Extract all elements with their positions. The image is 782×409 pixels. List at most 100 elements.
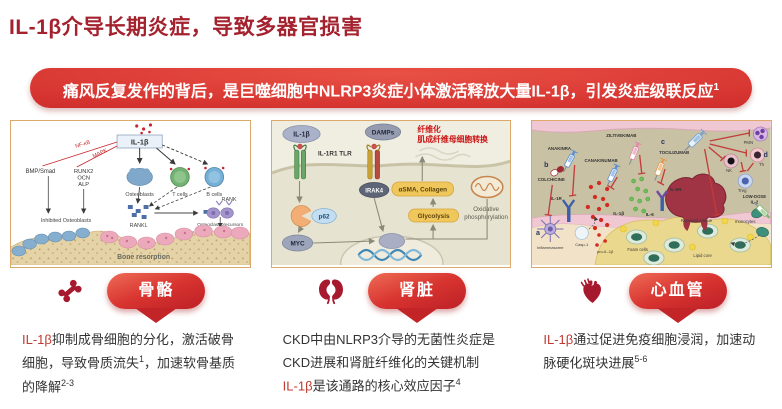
tocilizumab-label: TOCILIZUMAB	[660, 150, 690, 155]
rankl-label: RANKL	[130, 223, 148, 229]
organ-columns: IL-1β NF-κB MAPK BMP/Smad RUNX2 OCN ALP	[0, 120, 782, 398]
bone-icon	[58, 279, 82, 303]
irak4-node	[358, 182, 389, 198]
pathway-arrows	[295, 155, 488, 245]
casp1-cell	[575, 226, 590, 240]
region-label-c: c	[661, 139, 665, 146]
bone-description: IL-1β抑制成骨细胞的分化，激活破骨细胞，导致骨质流失1，加速软骨基质的降解2…	[10, 328, 251, 398]
bone-pathway-diagram: IL-1β NF-κB MAPK BMP/Smad RUNX2 OCN ALP	[11, 123, 250, 265]
bone-desc-text-2: ，加速软骨基质的降解	[22, 355, 236, 394]
il1r-receptor	[562, 199, 576, 222]
th-label: Th	[759, 162, 765, 167]
inhibited-osteoblast-cells	[11, 227, 90, 257]
region-label-b: b	[545, 162, 550, 169]
bone-diagram-panel: IL-1β NF-κB MAPK BMP/Smad RUNX2 OCN ALP	[10, 120, 251, 268]
b-cells-label: B cells	[206, 192, 222, 198]
cardio-pathway-diagram: ANAKINRA CANAKINUMAB ZILTIVEKIMAB TOCILI…	[532, 121, 772, 265]
il1b-highlight: IL-1β	[282, 378, 313, 394]
kidney-ribbon: 肾脏	[368, 273, 466, 309]
pro-il1b-label: pro-IL-1β	[597, 249, 614, 254]
lipid-core-label: Lipid core	[694, 253, 713, 258]
key-message-banner: 痛风反复发作的背后，是巨噬细胞中NLRP3炎症小体激活释放大量IL-1β，引发炎…	[30, 68, 752, 108]
anakinra-label: ANAKINRA	[548, 146, 572, 151]
cardio-ribbon-row: 心血管	[531, 271, 772, 311]
il2-label: IL-2	[751, 200, 759, 205]
inhibition-lines	[544, 129, 755, 217]
kidney-icon	[319, 279, 343, 305]
phosphorylation-label: phosphorylation	[464, 214, 508, 221]
cardio-ribbon-label: 心血管	[650, 282, 705, 299]
kidney-column: IL-1β DAMPs 纤维化 肌成纤维母细胞转换 IL-1R1	[270, 120, 512, 398]
heart-icon	[580, 278, 601, 303]
bone-resorption-label: Bone resorption	[117, 254, 170, 261]
lipid-droplets	[620, 217, 755, 251]
nucleus	[339, 233, 444, 265]
transcription-factor	[378, 233, 405, 249]
il1b-highlight: IL-1β	[22, 332, 52, 347]
nk-label: NK	[726, 168, 732, 173]
il1r-label: IL-1R	[551, 196, 563, 201]
bone-column: IL-1β NF-κB MAPK BMP/Smad RUNX2 OCN ALP	[10, 120, 251, 398]
colchicine-label: COLCHICINE	[538, 177, 565, 182]
ocn-label: OCN	[77, 175, 90, 181]
foam-cells-label: Foam cells	[628, 247, 649, 252]
nfkb-label: NF-κB	[75, 139, 92, 149]
vessel-wall-top	[532, 121, 772, 133]
pmn-label: PMN	[744, 140, 753, 145]
osteoclast-nuclei	[106, 228, 226, 244]
il6-particles	[629, 176, 651, 214]
damps-ligand	[364, 123, 401, 141]
syringe-main	[684, 128, 708, 151]
bone-ribbon-row: 骨骼	[10, 271, 251, 311]
cardio-ref: 5-6	[634, 354, 648, 365]
kidney-pathway-diagram: IL-1β DAMPs 纤维化 肌成纤维母细胞转换 IL-1R1	[271, 121, 511, 265]
rankl-molecules	[127, 205, 149, 219]
tlr-receptor	[366, 143, 381, 180]
b-cell	[204, 166, 225, 187]
activated-osteoclast-cells	[100, 224, 249, 250]
syringe-anakinra	[563, 149, 579, 172]
immune-cells	[723, 126, 770, 237]
kidney-description: CKD中由NLRP3介导的无菌性炎症是CKD进展和肾脏纤维化的关键机制 IL-1β…	[271, 328, 512, 398]
monocytes-label: monocytes	[735, 219, 756, 224]
cardio-ribbon: 心血管	[628, 273, 727, 309]
page-title: IL-1β介导长期炎症，导致多器官损害	[9, 16, 363, 39]
low-dose-label: LOW-DOSE	[743, 194, 766, 199]
il1b-highlight: IL-1β	[543, 332, 574, 347]
region-label-d: d	[764, 152, 768, 159]
syringe-ziltivekimab	[629, 141, 642, 165]
mitochondria	[470, 175, 504, 199]
p62-label: p62	[318, 213, 329, 220]
osteoblast-cell	[126, 167, 153, 186]
bone-ref-1: 1	[139, 354, 145, 365]
banner-text: 痛风反复发作的背后，是巨噬细胞中NLRP3炎症小体激活释放大量IL-1β，引发炎…	[62, 83, 714, 101]
il1b-particles	[135, 123, 153, 135]
asma-collagen-box	[391, 181, 454, 197]
fibrosis-squiggles	[414, 147, 471, 161]
myc-label: MYC	[290, 240, 305, 247]
ruptured-plaque-thrombus	[665, 173, 727, 231]
osteoblasts-label: Osteoblasts	[125, 192, 154, 198]
kidney-desc-text-1: CKD中由NLRP3介导的无菌性炎症是CKD进展和肾脏纤维化的关键机制	[282, 332, 496, 371]
oxidative-label: Oxidative	[473, 206, 499, 213]
fibrosis-note-2: 肌成纤维母细胞转换	[417, 134, 488, 144]
ruptured-plaque-label: Ruptured plaque	[681, 218, 713, 223]
canakinumab-label: CANAKINUMAB	[585, 158, 618, 163]
myc-node	[281, 234, 313, 252]
il1r1-receptor	[292, 143, 307, 180]
il1b-label: IL-1β	[293, 131, 309, 138]
bone-ref-2: 2-3	[61, 377, 75, 388]
casp1-label: Casp-1	[576, 242, 590, 247]
glycolysis-label: Glycolysis	[417, 213, 449, 220]
nk-cell	[723, 153, 739, 169]
bone-ribbon-label: 骨骼	[138, 282, 175, 299]
cardio-diagram-panel: ANAKINRA CANAKINUMAB ZILTIVEKIMAB TOCILI…	[531, 120, 773, 268]
inflammasome-label: Inflammasome	[537, 245, 564, 250]
pmn-cell	[753, 126, 769, 142]
il6-label: IL-6	[646, 212, 655, 217]
glycolysis-box	[407, 208, 459, 223]
inhibited-osteoblasts-label: Inhibited Osteoblasts	[41, 218, 92, 224]
banner-reference: 1	[713, 82, 720, 93]
syringe-low-dose-il2	[754, 202, 771, 219]
treg-cell	[738, 173, 754, 189]
